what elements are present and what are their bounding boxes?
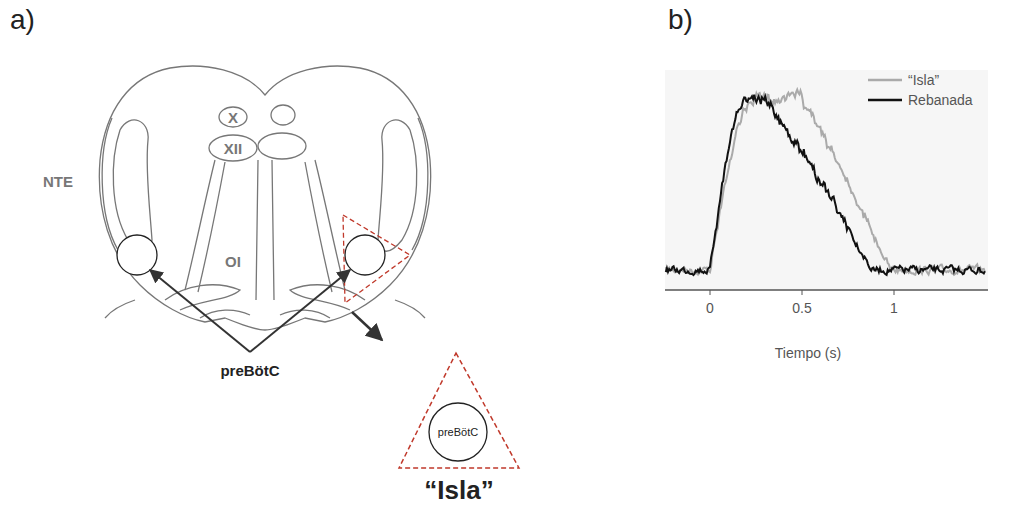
chart-ground [665,70,988,290]
oval-shape [209,135,257,161]
legend-text: Rebanada [908,92,973,108]
legend-text: “Isla” [908,72,939,88]
legend-sample [868,79,902,82]
oval-shape [219,107,247,127]
nucleus-oval: X [218,106,248,128]
region-label: OI [225,253,241,270]
trace-isla [666,90,985,275]
trace-rebanada [666,95,985,275]
dashed-triangle [343,215,410,303]
node-label: X [228,109,238,126]
axis-title: Tiempo (s) [775,345,841,361]
prebotc-circle: preBötC [428,402,488,462]
brainstem-outline [99,66,430,330]
panel-letter: b) [668,4,693,36]
nucleus-oval: XII [208,134,258,162]
tick-label: 0 [706,300,714,316]
legend-sample [868,99,902,102]
zoom-arrow [352,312,382,340]
node-label: XII [224,140,242,157]
leader-arrow [150,270,250,352]
triangle-shape [399,353,519,468]
tick [894,290,895,295]
tick-label: 1 [890,300,898,316]
circle-shape [429,403,487,461]
island-heading: “Isla” [424,475,493,506]
node-label: preBötC [438,426,478,438]
prebotc-circle [345,235,385,275]
leader-arrow [250,270,350,352]
tick [802,290,803,295]
tick [710,290,711,295]
prebotc-circle [117,235,157,275]
tick-label: 0.5 [792,300,811,316]
region-label: NTE [43,173,73,190]
island-triangle: “Isla”preBötC [398,352,520,469]
panel-letter: a) [10,4,35,36]
region-label: preBötC [220,362,279,379]
x-axis [665,289,988,290]
